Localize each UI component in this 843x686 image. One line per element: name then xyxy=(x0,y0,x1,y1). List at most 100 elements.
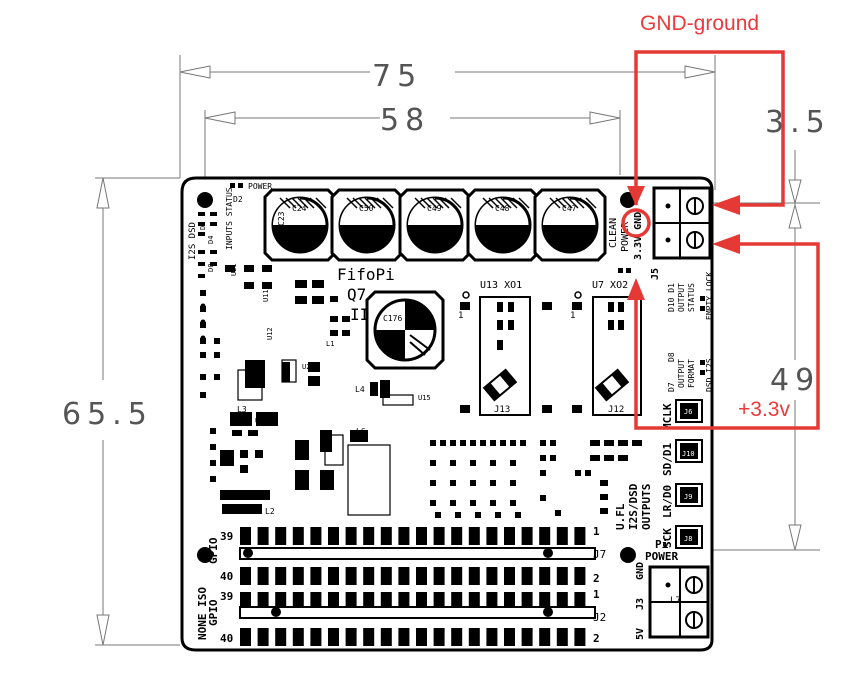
gpio-pin xyxy=(451,592,463,610)
smd-pad xyxy=(282,362,290,382)
gpio-pin xyxy=(486,527,498,545)
gpio-pin xyxy=(292,592,304,610)
chip-outline xyxy=(324,434,344,466)
l4-label: L4 xyxy=(355,385,365,394)
gpio-pin xyxy=(240,527,251,545)
gpio-pin xyxy=(345,628,357,646)
smd-pad xyxy=(198,212,205,216)
smd-pad xyxy=(540,455,546,461)
cap-label-c176: C176 xyxy=(383,314,402,323)
gpio-pin xyxy=(521,567,533,585)
chip-outline xyxy=(347,444,391,516)
gpio-pin xyxy=(257,527,269,545)
smd-pad xyxy=(198,232,205,236)
gpio-pin xyxy=(504,567,515,585)
smd-pad xyxy=(626,268,631,273)
gpio-pin xyxy=(345,527,357,545)
annotation-arrows xyxy=(621,50,820,430)
smd-pad xyxy=(225,265,235,272)
via xyxy=(200,335,206,341)
smd-pad xyxy=(440,440,446,446)
j7-pin1: 1 xyxy=(593,525,600,538)
gpio-pin xyxy=(292,567,304,585)
power-led-label: POWER xyxy=(248,182,272,191)
smd-pad xyxy=(490,500,496,506)
j2-pin1: 1 xyxy=(593,588,600,601)
gpio-pin xyxy=(556,567,568,585)
ufl-label-3: OUTPUTS xyxy=(640,484,653,530)
board-name-2: Q7 xyxy=(347,285,366,304)
smd-pad xyxy=(262,265,272,272)
smd-pad xyxy=(500,440,506,446)
svg-text:DSD I2S: DSD I2S xyxy=(705,358,714,392)
none-iso-label: NONE ISO xyxy=(196,587,209,640)
u10-label: U10 xyxy=(255,417,268,425)
smd-pad xyxy=(198,222,205,226)
smd-pad xyxy=(540,440,546,446)
gpio-pin xyxy=(504,527,515,545)
smd-pad xyxy=(198,262,205,266)
capacitor-c48: C48 xyxy=(466,188,540,262)
j3-label: J3 xyxy=(635,598,646,610)
smd-pad xyxy=(320,430,332,452)
ufl-connectors xyxy=(675,399,703,549)
inputs-status-label: INPUTS STATUS xyxy=(225,187,234,250)
smd-pad xyxy=(555,510,561,516)
l1-label: L1 xyxy=(326,340,334,348)
smd-pad xyxy=(295,280,307,288)
smd-pad xyxy=(210,460,216,466)
gpio-pin xyxy=(556,592,568,610)
gpio-pin xyxy=(240,592,251,610)
gpio-pin xyxy=(380,527,392,545)
smd-pad xyxy=(450,480,456,486)
smd-pad xyxy=(470,500,476,506)
gpio-pin xyxy=(257,567,269,585)
svg-text:D8: D8 xyxy=(667,352,676,362)
gpio-pin xyxy=(292,527,304,545)
gpio1-39: 39 xyxy=(220,530,233,543)
gpio-pin xyxy=(468,592,480,610)
smd-pad xyxy=(370,382,378,396)
smd-pad xyxy=(232,430,242,436)
gpio-bars xyxy=(239,547,596,619)
smd-pad xyxy=(550,455,556,461)
smd-pad xyxy=(198,250,205,254)
gpio-pin xyxy=(433,567,445,585)
u11-label: U11 xyxy=(262,289,270,302)
gpio-pin xyxy=(240,628,251,646)
capacitor-c50: C50 xyxy=(330,188,404,262)
clean-power-label-2: POWER xyxy=(620,221,631,252)
oscillator-j13 xyxy=(460,291,552,416)
smd-pad xyxy=(430,480,436,486)
gnd-label: GND xyxy=(635,562,646,580)
smd-pad xyxy=(470,480,476,486)
smd-pad xyxy=(214,374,220,380)
smd-pad xyxy=(520,440,526,446)
smd-pad xyxy=(210,428,216,434)
gpio-pin xyxy=(416,527,427,545)
smd-pad xyxy=(198,274,205,278)
lr-d0-label: LR/D0 xyxy=(661,485,674,518)
smd-pad xyxy=(540,495,546,501)
gpio-pin xyxy=(328,527,339,545)
gpio-pin xyxy=(240,567,251,585)
gpio-pin xyxy=(556,527,568,545)
smd-pad xyxy=(214,338,220,344)
smd-pad xyxy=(550,440,556,446)
gpio-pin xyxy=(486,592,498,610)
smd-pad xyxy=(330,296,338,302)
j2-pin2: 2 xyxy=(593,632,600,645)
smd-pad xyxy=(230,412,252,426)
gpio-pin xyxy=(398,567,410,585)
smd-pad xyxy=(248,430,258,436)
smd-pad xyxy=(430,460,436,466)
smd-pad xyxy=(244,282,254,289)
smd-pad xyxy=(245,360,265,388)
dimension-lines xyxy=(95,55,820,646)
smd-pad xyxy=(350,430,368,442)
smd-pad xyxy=(450,440,456,446)
gpio-pin xyxy=(468,628,480,646)
smd-pad xyxy=(256,412,278,426)
osc2-label: U7 XO2 xyxy=(592,280,628,291)
